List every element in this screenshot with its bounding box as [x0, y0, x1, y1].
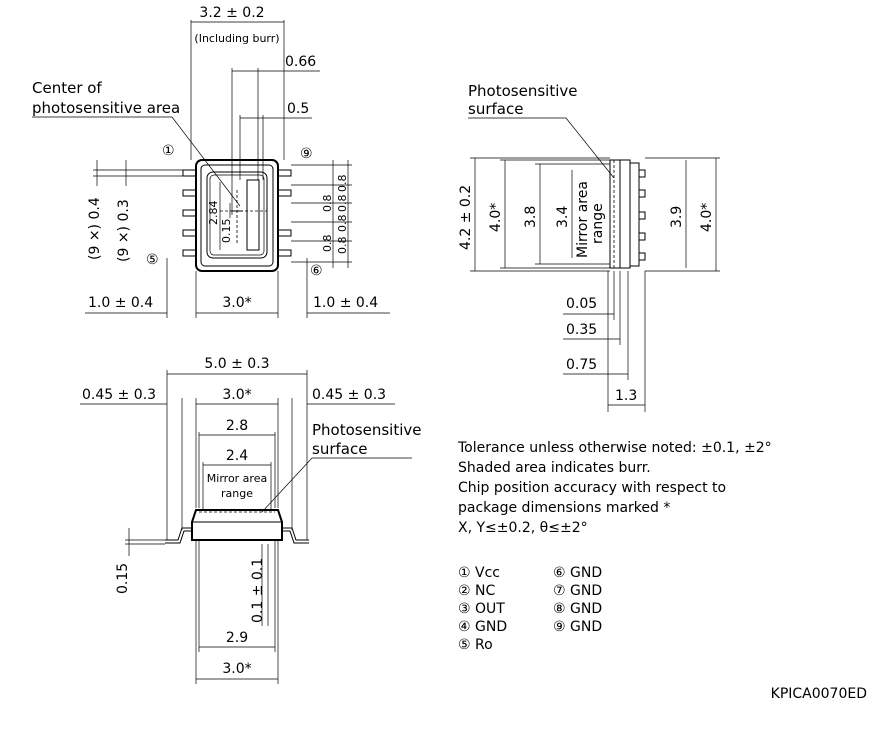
package-body-inner	[200, 164, 274, 267]
side-dim-005: 0.05	[566, 296, 597, 312]
sensor-strip	[246, 179, 260, 251]
pin-entry: ⑤ Ro	[458, 637, 493, 653]
pin-entry: ④ GND	[458, 619, 508, 635]
side-cap	[629, 162, 640, 267]
front-mirror-2: range	[221, 487, 253, 500]
front-view: 5.0 ± 0.3 0.45 ± 0.3 3.0* 0.45 ± 0.3 2.8…	[80, 356, 421, 684]
front-dim-29: 2.9	[226, 630, 248, 646]
pitch-dims	[291, 160, 352, 268]
right-lead	[282, 527, 309, 541]
pitch-2: 0.8	[336, 195, 349, 213]
side-mirror-1: Mirror area	[575, 181, 591, 258]
pitch-5: 0.8	[321, 195, 334, 213]
note-line: Tolerance unless otherwise noted: ±0.1, …	[458, 440, 772, 456]
side-dim-38: 3.8	[523, 206, 539, 228]
left-pins	[182, 169, 197, 257]
pin-entry: ⑦ GND	[553, 583, 603, 599]
note-line: X, Y≤±0.2, θ≤±2°	[458, 520, 588, 536]
pin-entry: ⑧ GND	[553, 601, 603, 617]
pin-entry: ⑥ GND	[553, 565, 603, 581]
window-outer	[206, 171, 268, 259]
side-dim-40-right: 4.0*	[699, 203, 715, 232]
side-view: Photosensitive surface 4.2 ± 0.2	[458, 82, 720, 412]
note-line: Chip position accuracy with respect to	[458, 480, 727, 496]
pin-1-marker: ①	[162, 143, 175, 159]
pin-6-marker: ⑥	[310, 263, 323, 279]
front-dim-045-right: 0.45 ± 0.3	[312, 387, 386, 403]
pitch-6: 0.8	[321, 235, 334, 253]
front-dim-24: 2.4	[226, 448, 248, 464]
dim-05: 0.5	[287, 101, 309, 117]
side-photo-label-1: Photosensitive	[468, 82, 577, 100]
front-dim-30-bottom: 3.0*	[222, 661, 251, 677]
front-dim-30-top: 3.0*	[222, 387, 251, 403]
top-view: 3.2 ± 0.2 (Including burr) 0.66 0.5 Cent…	[32, 5, 390, 318]
top-width-note: (Including burr)	[194, 32, 279, 45]
pin-entry	[553, 636, 673, 654]
pin-entry: ① Vcc	[458, 565, 500, 581]
inner-dim-015: 0.15	[220, 219, 233, 244]
side-pins	[638, 169, 646, 261]
front-dim-015: 0.15	[115, 563, 131, 594]
side-dim-40-left: 4.0*	[488, 203, 504, 232]
pin-9-marker: ⑨	[300, 146, 313, 162]
pin-5-marker: ⑤	[146, 252, 159, 268]
front-mirror-1: Mirror area	[207, 472, 267, 485]
left-lead	[165, 527, 192, 541]
front-dim-28: 2.8	[226, 418, 248, 434]
front-dim-045-left: 0.45 ± 0.3	[82, 387, 156, 403]
right-pins	[277, 169, 292, 257]
front-dim-01: 0.1 ± 0.1	[250, 558, 266, 623]
pin-entry: ⑨ GND	[553, 619, 603, 635]
side-dim-075: 0.75	[566, 357, 597, 373]
center-label-2: photosensitive area	[32, 99, 180, 117]
side-dim-42: 4.2 ± 0.2	[458, 185, 474, 250]
pitch-1: 0.8	[336, 175, 349, 193]
tolerance-notes: Tolerance unless otherwise noted: ±0.1, …	[458, 438, 858, 538]
side-dim-13: 1.3	[615, 388, 637, 404]
pitch-4: 0.8	[336, 237, 349, 255]
front-dim-50: 5.0 ± 0.3	[204, 356, 269, 372]
note-line: package dimensions marked *	[458, 500, 671, 516]
side-photo-label-2: surface	[468, 100, 523, 118]
bottom-right-dim: 1.0 ± 0.4	[313, 295, 378, 311]
window-inner	[209, 174, 265, 256]
pin-list: ① Vcc ⑥ GND ② NC ⑦ GND ③ OUT ⑧ GND ④ GND…	[458, 564, 698, 654]
side-dim-39: 3.9	[669, 206, 685, 228]
pitch-3: 0.8	[336, 215, 349, 233]
front-body	[191, 509, 283, 541]
pin-entry: ② NC	[458, 583, 496, 599]
side-dim-34: 3.4	[555, 206, 571, 228]
side-dim-035: 0.35	[566, 322, 597, 338]
bottom-left-dim: 1.0 ± 0.4	[88, 295, 153, 311]
front-photo-label-1: Photosensitive	[312, 421, 421, 439]
bottom-mid-dim: 3.0*	[222, 295, 251, 311]
dim-066: 0.66	[285, 54, 316, 70]
inner-dim-284: 2.84	[207, 201, 220, 226]
top-width-dim: 3.2 ± 0.2	[199, 5, 264, 21]
side-mirror-2: range	[590, 203, 606, 244]
pin-entry: ③ OUT	[458, 601, 505, 617]
left-dim-b: (9 ×) 0.3	[116, 199, 132, 262]
front-photo-label-2: surface	[312, 440, 367, 458]
center-label-1: Center of	[32, 79, 102, 97]
note-line: Shaded area indicates burr.	[458, 460, 651, 476]
drawing-code: KPICA0070ED	[770, 686, 867, 702]
left-dim-a: (9 ×) 0.4	[87, 197, 103, 260]
